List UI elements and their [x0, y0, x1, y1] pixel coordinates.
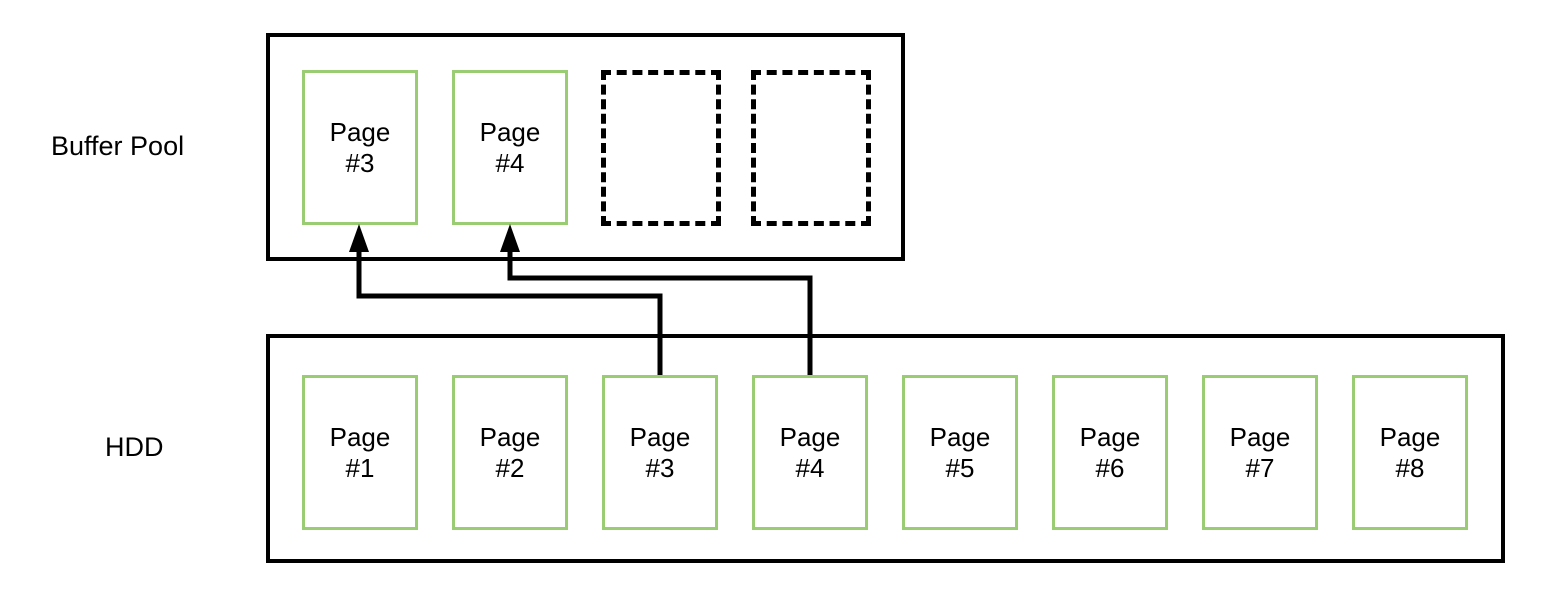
page-name-text: Page — [479, 421, 541, 452]
hdd-page-card-7[interactable]: Page #7 — [1202, 375, 1318, 530]
page-name-text: Page — [1229, 421, 1291, 452]
page-name-text: Page — [629, 421, 691, 452]
page-name-text: Page — [929, 421, 991, 452]
page-name-text: Page — [779, 421, 841, 452]
hdd-page-card-6[interactable]: Page #6 — [1052, 375, 1168, 530]
page-number-text: #1 — [345, 452, 375, 483]
hdd-page-card-3[interactable]: Page #3 — [602, 375, 718, 530]
page-number-text: #2 — [495, 452, 525, 483]
buffer-pool-container: Page #3 Page #4 — [266, 33, 905, 261]
page-number-text: #3 — [645, 452, 675, 483]
page-number-text: #4 — [795, 452, 825, 483]
hdd-container: Page #1 Page #2 Page #3 Page #4 Page #5 … — [266, 334, 1505, 563]
hdd-page-card-1[interactable]: Page #1 — [302, 375, 418, 530]
page-number-text: #7 — [1245, 452, 1275, 483]
page-number-text: #3 — [345, 147, 375, 178]
page-name-text: Page — [329, 421, 391, 452]
page-name-text: Page — [1379, 421, 1441, 452]
buffer-pool-label: Buffer Pool — [51, 131, 185, 161]
hdd-page-card-8[interactable]: Page #8 — [1352, 375, 1468, 530]
page-name-text: Page — [479, 116, 541, 147]
page-number-text: #5 — [945, 452, 975, 483]
page-name-text: Page — [1079, 421, 1141, 452]
hdd-page-card-2[interactable]: Page #2 — [452, 375, 568, 530]
hdd-label: HDD — [105, 432, 164, 462]
page-number-text: #8 — [1395, 452, 1425, 483]
hdd-page-card-5[interactable]: Page #5 — [902, 375, 1018, 530]
buffer-pool-page-card-3[interactable]: Page #3 — [302, 70, 418, 225]
hdd-page-card-4[interactable]: Page #4 — [752, 375, 868, 530]
buffer-pool-empty-slot-2[interactable] — [751, 70, 871, 226]
page-number-text: #4 — [495, 147, 525, 178]
buffer-pool-page-card-4[interactable]: Page #4 — [452, 70, 568, 225]
page-number-text: #6 — [1095, 452, 1125, 483]
page-name-text: Page — [329, 116, 391, 147]
buffer-pool-empty-slot-1[interactable] — [601, 70, 721, 226]
